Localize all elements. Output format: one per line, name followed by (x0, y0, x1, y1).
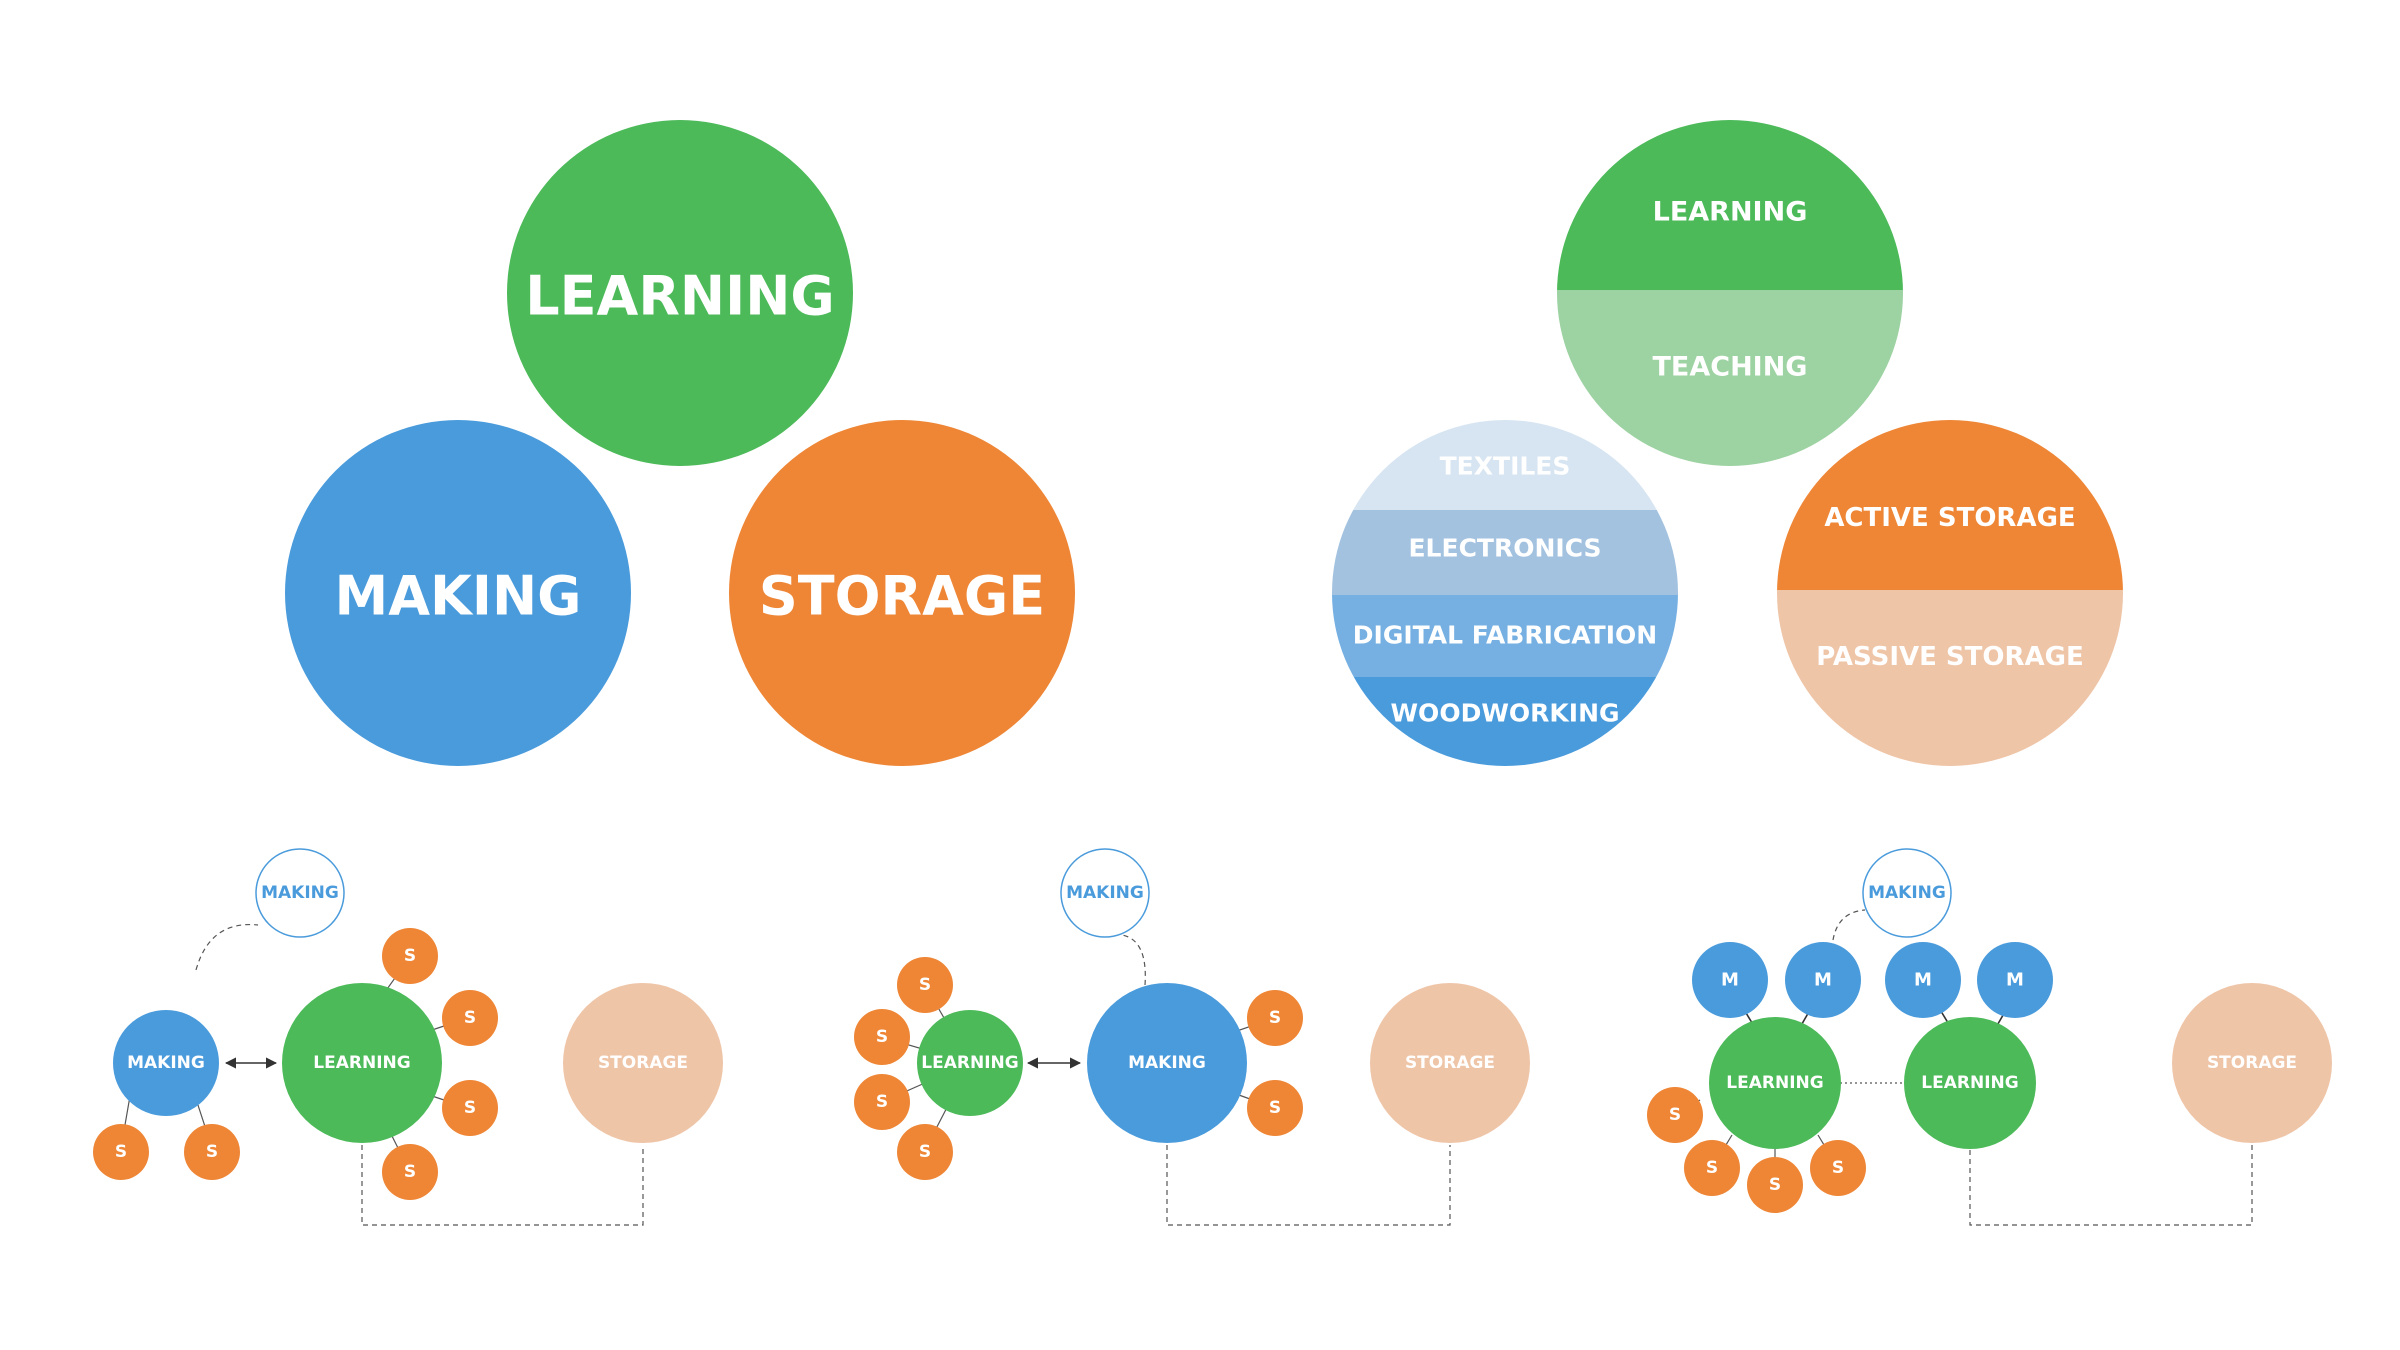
detail-learning-label: LEARNING (1653, 197, 1808, 228)
learning-node (1904, 1017, 2036, 1149)
making-node (113, 1010, 219, 1116)
storage-unit-label: S (1269, 1098, 1281, 1118)
detail-teaching-label: TEACHING (1653, 352, 1808, 383)
storage-unit-label: S (919, 975, 931, 995)
storage-unit (897, 957, 953, 1013)
storage-node-label: STORAGE (2207, 1053, 2297, 1073)
making-unit-label: M (1914, 970, 1932, 991)
learning-node (917, 1010, 1023, 1116)
storage-unit (1810, 1140, 1866, 1196)
storage-unit-label: S (404, 1162, 416, 1182)
storage-unit (897, 1124, 953, 1180)
configuration-1: MAKING MAKING LEARNING STORAGE S S S S S… (93, 848, 723, 1226)
storage-unit (442, 1080, 498, 1136)
storage-unit-label: S (1769, 1175, 1781, 1195)
storage-unit (382, 1144, 438, 1200)
detail-textiles-label: TEXTILES (1440, 452, 1571, 481)
detail-learning-circle (1557, 120, 1903, 466)
making-node-label: MAKING (127, 1053, 205, 1073)
storage-node-label: STORAGE (598, 1053, 688, 1073)
learning-node-label: LEARNING (1921, 1073, 2018, 1093)
storage-unit-label: S (1832, 1158, 1844, 1178)
storage-unit-label: S (1669, 1105, 1681, 1125)
detail-storage-circle (1777, 420, 2123, 766)
making-ring (1862, 848, 1952, 938)
venn-learning-label: LEARNING (525, 265, 834, 328)
making-ring (255, 848, 345, 938)
storage-unit (1684, 1140, 1740, 1196)
learning-node (1709, 1017, 1841, 1149)
learning-node-label: LEARNING (921, 1053, 1018, 1073)
making-ring (1060, 848, 1150, 938)
storage-unit (1647, 1087, 1703, 1143)
storage-unit-label: S (919, 1142, 931, 1162)
configuration-3: MAKING M M M M LEARNING LEARNING S S S S… (1647, 848, 2332, 1226)
detail-woodworking-label: WOODWORKING (1390, 699, 1619, 728)
storage-unit (1247, 1080, 1303, 1136)
storage-unit (184, 1124, 240, 1180)
storage-unit-label: S (1269, 1008, 1281, 1028)
storage-unit-label: S (464, 1008, 476, 1028)
storage-unit-label: S (876, 1027, 888, 1047)
making-node-label: MAKING (1128, 1053, 1206, 1073)
configuration-2: MAKING S S S S LEARNING MAKING S S STORA… (854, 848, 1530, 1226)
learning-node-label: LEARNING (1726, 1073, 1823, 1093)
detail-diagram: LEARNING TEACHING TEXTILES ELECTRONICS D… (1332, 120, 2123, 766)
learning-node-label: LEARNING (313, 1053, 410, 1073)
detail-electronics-label: ELECTRONICS (1408, 534, 1601, 563)
venn-making-label: MAKING (335, 565, 582, 628)
detail-passive-storage-label: PASSIVE STORAGE (1816, 642, 2084, 672)
storage-unit (93, 1124, 149, 1180)
storage-unit-label: S (1706, 1158, 1718, 1178)
storage-unit (442, 990, 498, 1046)
detail-active-storage-label: ACTIVE STORAGE (1824, 503, 2075, 533)
making-unit-label: M (1721, 970, 1739, 991)
making-ring-label: MAKING (261, 883, 339, 903)
venn-learning-circle (507, 120, 853, 466)
storage-node (2172, 983, 2332, 1143)
making-unit-label: M (2006, 970, 2024, 991)
storage-unit-label: S (115, 1142, 127, 1162)
making-ring-label: MAKING (1066, 883, 1144, 903)
making-node (1087, 983, 1247, 1143)
making-unit (1977, 942, 2053, 1018)
venn-storage-circle (729, 420, 1075, 766)
venn-diagram: LEARNING MAKING STORAGE (285, 120, 1075, 766)
making-unit (1785, 942, 1861, 1018)
storage-unit (382, 928, 438, 984)
venn-storage-label: STORAGE (759, 565, 1045, 628)
making-ring-label: MAKING (1868, 883, 1946, 903)
storage-node (1370, 983, 1530, 1143)
storage-unit (854, 1009, 910, 1065)
storage-unit-label: S (206, 1142, 218, 1162)
learning-node (282, 983, 442, 1143)
storage-node-label: STORAGE (1405, 1053, 1495, 1073)
making-unit (1692, 942, 1768, 1018)
storage-node (563, 983, 723, 1143)
storage-unit (1247, 990, 1303, 1046)
detail-digital-fabrication-label: DIGITAL FABRICATION (1353, 621, 1657, 650)
storage-unit-label: S (876, 1092, 888, 1112)
storage-unit (854, 1074, 910, 1130)
venn-making-circle (285, 420, 631, 766)
making-unit (1885, 942, 1961, 1018)
storage-unit-label: S (404, 946, 416, 966)
storage-unit (1747, 1157, 1803, 1213)
making-unit-label: M (1814, 970, 1832, 991)
storage-unit-label: S (464, 1098, 476, 1118)
